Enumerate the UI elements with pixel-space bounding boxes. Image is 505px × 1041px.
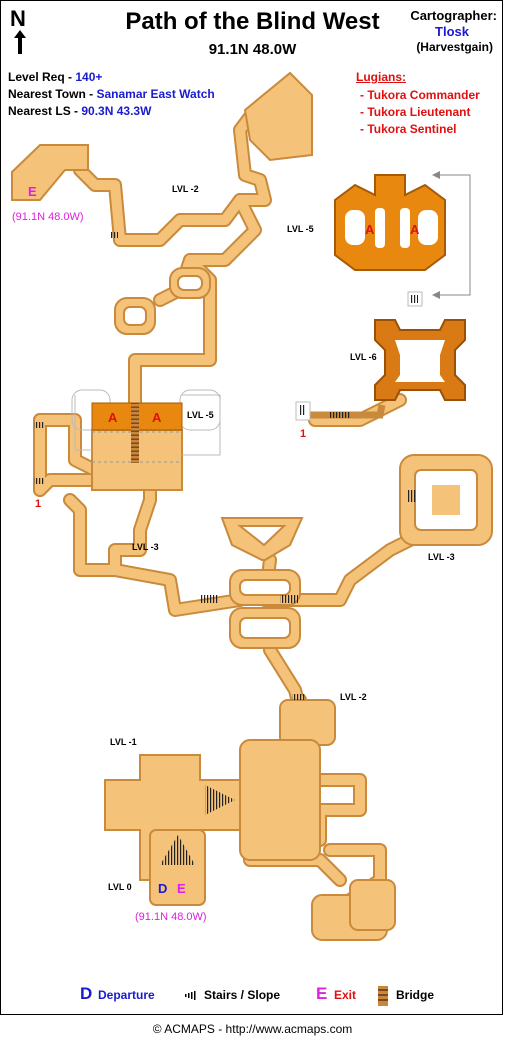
level-label: LVL -3 bbox=[428, 552, 455, 562]
nearest-town: Nearest Town - Sanamar East Watch bbox=[8, 87, 215, 101]
enemy-marker: A bbox=[108, 410, 118, 425]
cartographer-alias: (Harvestgain) bbox=[416, 40, 493, 54]
room-holes bbox=[123, 275, 478, 639]
map-frame bbox=[0, 0, 503, 1015]
level-label: LVL -5 bbox=[187, 410, 214, 420]
level-labels: LVL -2 LVL -5 LVL -6 LVL -5 LVL -3 LVL -… bbox=[108, 184, 455, 892]
room-lvl2-large bbox=[239, 739, 321, 861]
cartographer-label: Cartographer: bbox=[410, 8, 497, 23]
room-lvl0 bbox=[149, 829, 206, 906]
stairs-marks bbox=[34, 232, 418, 865]
legend-stairs: Stairs / Slope bbox=[204, 988, 281, 1002]
arrow-head-icon bbox=[432, 171, 440, 179]
portal-number: 1 bbox=[35, 498, 41, 510]
level-link-arrow bbox=[435, 174, 471, 296]
room-top-right bbox=[243, 71, 313, 162]
exit-marker: E bbox=[177, 881, 186, 896]
level-label: LVL -1 bbox=[110, 737, 137, 747]
bridge bbox=[131, 403, 139, 463]
exit-room-top bbox=[11, 144, 89, 201]
level-label: LVL -2 bbox=[172, 184, 199, 194]
level-label: LVL -6 bbox=[350, 352, 377, 362]
nearest-ls-label: Nearest LS - bbox=[8, 104, 82, 118]
level-req-label: Level Req - bbox=[8, 70, 76, 84]
level-requirement: Level Req - 140+ bbox=[8, 70, 102, 84]
monster-item: - Tukora Commander bbox=[360, 88, 480, 102]
dungeon-map: E A A A A D E 1 1 LVL -2 LVL -5 LVL -6 L… bbox=[11, 71, 493, 941]
nearest-town-label: Nearest Town - bbox=[8, 87, 97, 101]
legend-departure: Departure bbox=[98, 988, 155, 1002]
level-label: LVL -2 bbox=[340, 692, 367, 702]
north-arrow-icon bbox=[14, 30, 26, 54]
room-lvl2-bottom bbox=[279, 699, 336, 746]
stairs-icon bbox=[185, 991, 196, 1000]
legend-exit: Exit bbox=[334, 988, 357, 1002]
exit-marker: E bbox=[28, 184, 37, 199]
level-label: LVL 0 bbox=[108, 882, 132, 892]
arrow-head-icon bbox=[432, 291, 440, 299]
enemy-marker: A bbox=[410, 222, 420, 237]
exit-coordinates: (91.1N 48.0W) bbox=[12, 211, 84, 223]
nearest-town-value: Sanamar East Watch bbox=[96, 87, 215, 101]
departure-icon: D bbox=[80, 984, 93, 1003]
departure-marker: D bbox=[158, 881, 167, 896]
room-inner-squares bbox=[432, 485, 460, 515]
room-lvl6 bbox=[374, 319, 466, 401]
legend-bridge: Bridge bbox=[396, 988, 435, 1002]
level-label: LVL -3 bbox=[132, 542, 159, 552]
level-label: LVL -5 bbox=[287, 224, 314, 234]
level-req-value: 140+ bbox=[75, 70, 103, 84]
enemy-marker: A bbox=[152, 410, 162, 425]
enemy-marker: A bbox=[365, 222, 375, 237]
map-title: Path of the Blind West bbox=[125, 8, 380, 35]
room-lvl5-right bbox=[334, 174, 446, 271]
map-coordinates: 91.1N 48.0W bbox=[208, 41, 297, 58]
compass-north-label: N bbox=[10, 6, 26, 31]
bridge-icon bbox=[378, 986, 388, 1006]
exit-icon: E bbox=[316, 984, 328, 1003]
nearest-ls-value: 90.3N 43.3W bbox=[81, 104, 152, 118]
map-legend: D Departure Stairs / Slope E Exit Bridge bbox=[0, 984, 505, 1010]
monster-item: - Tukora Lieutenant bbox=[360, 105, 471, 119]
footer-credit: © ACMAPS - http://www.acmaps.com bbox=[152, 1022, 353, 1036]
nearest-lifestone: Nearest LS - 90.3N 43.3W bbox=[8, 104, 151, 118]
exit-coordinates: (91.1N 48.0W) bbox=[135, 911, 207, 923]
monster-item: - Tukora Sentinel bbox=[360, 122, 457, 136]
monster-list-title: Lugians: bbox=[356, 70, 406, 84]
portal-number: 1 bbox=[300, 428, 306, 440]
room-bottom-right-b bbox=[349, 879, 396, 931]
cartographer-name: Tlosk bbox=[435, 24, 469, 39]
